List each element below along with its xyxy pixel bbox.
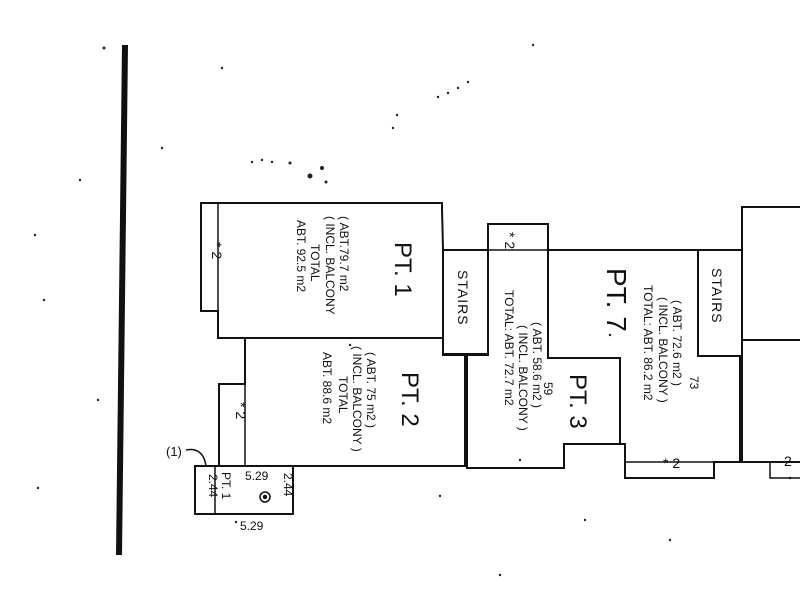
pt7-balcony-mark: * 2 bbox=[663, 455, 680, 471]
pt1-area-line-2: ( INCL. BALCONY bbox=[323, 216, 337, 315]
stairs-right-label: STAIRS bbox=[709, 268, 725, 324]
left-boundary-line bbox=[116, 44, 128, 556]
north-point-icon bbox=[259, 491, 271, 503]
pt2-balcony-mark: * 2 bbox=[233, 402, 249, 419]
key-plan-dim-top: 5.29 bbox=[245, 469, 269, 483]
pt2-label: PT. 2 bbox=[396, 372, 423, 427]
pt1-area-line-4: ABT. 92.5 m2 bbox=[294, 220, 308, 292]
pt1-area-line-3: TOTAL bbox=[308, 244, 322, 282]
key-plan-unit: PT. 1 bbox=[219, 472, 233, 500]
stairs-left-label: STAIRS bbox=[455, 270, 471, 326]
key-plan-dim-left: 2.44 bbox=[206, 474, 220, 498]
pt2-area-line-1: ( ABT. 75 m2 ) bbox=[364, 352, 378, 428]
pt3-area-line-4: TOTAL: ABT. 72.7 m2 bbox=[502, 290, 516, 406]
pt7-area-line-3: ( INCL. BALCONY ) bbox=[656, 297, 670, 403]
stairs-left: STAIRS bbox=[442, 249, 489, 355]
key-plan: (1) PT. 1 2.44 5.29 2.44 5.29 bbox=[166, 444, 295, 533]
pt3-area-line-2: ( ABT. 58.6 m2 ) bbox=[530, 322, 544, 408]
pt3-label: PT. 3 bbox=[564, 374, 591, 429]
pt1-area-line-1: ( ABT.79.7 m2 bbox=[337, 216, 351, 292]
key-plan-dim-right: 2.44 bbox=[281, 473, 295, 497]
pt3-area-line-1: 59 bbox=[541, 382, 555, 396]
scan-noise bbox=[33, 43, 792, 577]
unit-pt3: * 2 PT. 3 59 ( ABT. 58.6 m2 ) ( INCL. BA… bbox=[466, 223, 621, 469]
pt2-area-line-3: TOTAL bbox=[336, 376, 350, 414]
pt2-area-line-4: ABT. 88.6 m2 bbox=[320, 352, 334, 424]
unit-right-partial: 2 bbox=[741, 206, 800, 479]
pt7-label: PT. 7 bbox=[601, 268, 632, 332]
unit-pt1: * 2 PT. 1 ( ABT.79.7 m2 ( INCL. BALCONY … bbox=[200, 202, 444, 339]
stairs-right: STAIRS bbox=[697, 249, 743, 357]
pt7-area-line-2: ( ABT. 72.6 m2 ) bbox=[670, 300, 684, 386]
right-edge-mark: 2 bbox=[784, 453, 792, 469]
pt2-area-line-2: ( INCL. BALCONY ) bbox=[350, 346, 364, 452]
pt1-label: PT. 1 bbox=[389, 242, 416, 297]
pt1-balcony-mark: * 2 bbox=[209, 242, 225, 259]
unit-pt2: * 2 PT. 2 ( ABT. 75 m2 ) ( INCL. BALCONY… bbox=[218, 337, 466, 467]
pt3-area-line-3: ( INCL. BALCONY ) bbox=[516, 325, 530, 431]
pt7-area-line-4: TOTAL: ABT. 86.2 m2 bbox=[641, 285, 655, 401]
key-plan-callout: (1) bbox=[166, 444, 182, 459]
key-plan-dim-bottom: 5.29 bbox=[240, 519, 264, 533]
pt7-area-line-1: 73 bbox=[687, 376, 701, 390]
pt3-balcony-mark: * 2 bbox=[502, 232, 518, 249]
